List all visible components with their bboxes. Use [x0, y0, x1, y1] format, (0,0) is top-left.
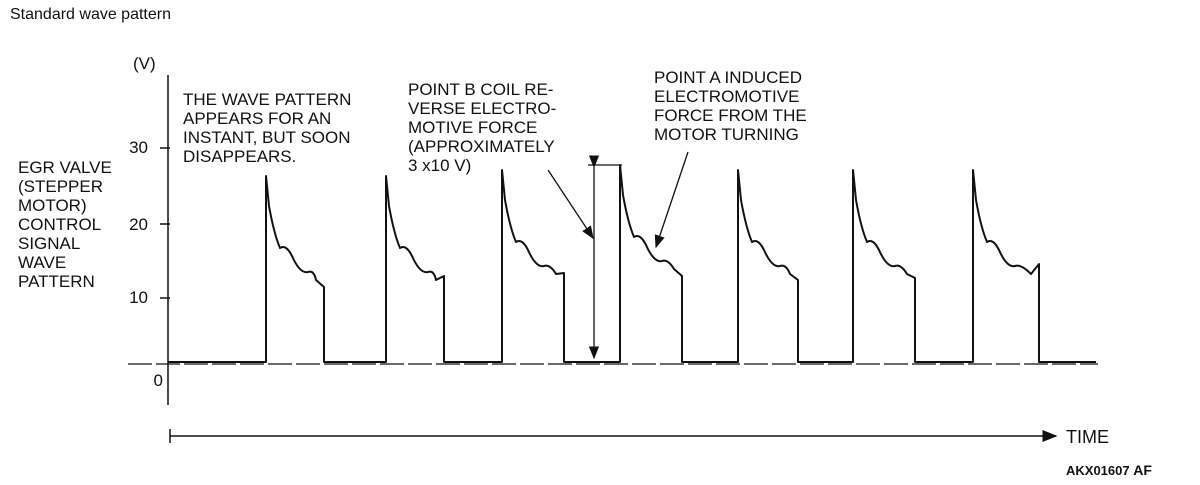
point-a-leader-arrow [654, 151, 689, 249]
annotation-line: (APPROXIMATELY [408, 137, 555, 156]
annotation-transient: THE WAVE PATTERN APPEARS FOR AN INSTANT,… [183, 90, 393, 166]
annotation-line: APPEARS FOR AN [183, 109, 332, 128]
signal-description: EGR VALVE (STEPPER MOTOR) CONTROL SIGNAL… [18, 158, 128, 291]
side-label-line: CONTROL [18, 215, 102, 234]
time-axis-label: TIME [1066, 427, 1109, 447]
annotation-line: MOTOR TURNING [654, 125, 799, 144]
annotation-line: INSTANT, BUT SOON [183, 128, 351, 147]
side-label-line: MOTOR) [18, 196, 87, 215]
figure-caption: Standard wave pattern [10, 6, 171, 23]
y-tick-30: 30 [129, 138, 148, 157]
annotation-line: MOTIVE FORCE [408, 118, 538, 137]
y-axis-unit: (V) [133, 54, 156, 73]
y-tick-10: 10 [129, 288, 148, 307]
side-label-line: (STEPPER [18, 177, 104, 196]
side-label-line: PATTERN [18, 272, 95, 291]
figure-code-suffix: AF [1133, 462, 1152, 478]
point-b-leader-arrow [547, 169, 594, 240]
annotation-point-a: POINT A INDUCED ELECTROMOTIVE FORCE FROM… [654, 68, 854, 144]
y-tick-20: 20 [129, 215, 148, 234]
annotation-line: FORCE FROM THE [654, 106, 807, 125]
y-tick-0: 0 [153, 371, 163, 390]
annotation-line: THE WAVE PATTERN [183, 90, 352, 109]
annotation-line: VERSE ELECTRO- [408, 99, 557, 118]
annotation-line: ELECTROMOTIVE [654, 87, 800, 106]
annotation-point-b: POINT B COIL RE- VERSE ELECTRO- MOTIVE F… [408, 80, 598, 175]
control-signal-waveform [168, 164, 1096, 363]
figure-code-number: AKX01607 [1066, 463, 1130, 478]
figure-code: AKX01607 AF [1066, 462, 1152, 478]
annotation-line: POINT B COIL RE- [408, 80, 554, 99]
side-label-line: SIGNAL [18, 234, 81, 253]
annotation-line: DISAPPEARS. [183, 147, 297, 166]
side-label-line: EGR VALVE [18, 158, 112, 177]
side-label-line: WAVE [18, 253, 67, 272]
annotation-line: 3 x10 V) [408, 156, 472, 175]
annotation-line: POINT A INDUCED [654, 68, 802, 87]
